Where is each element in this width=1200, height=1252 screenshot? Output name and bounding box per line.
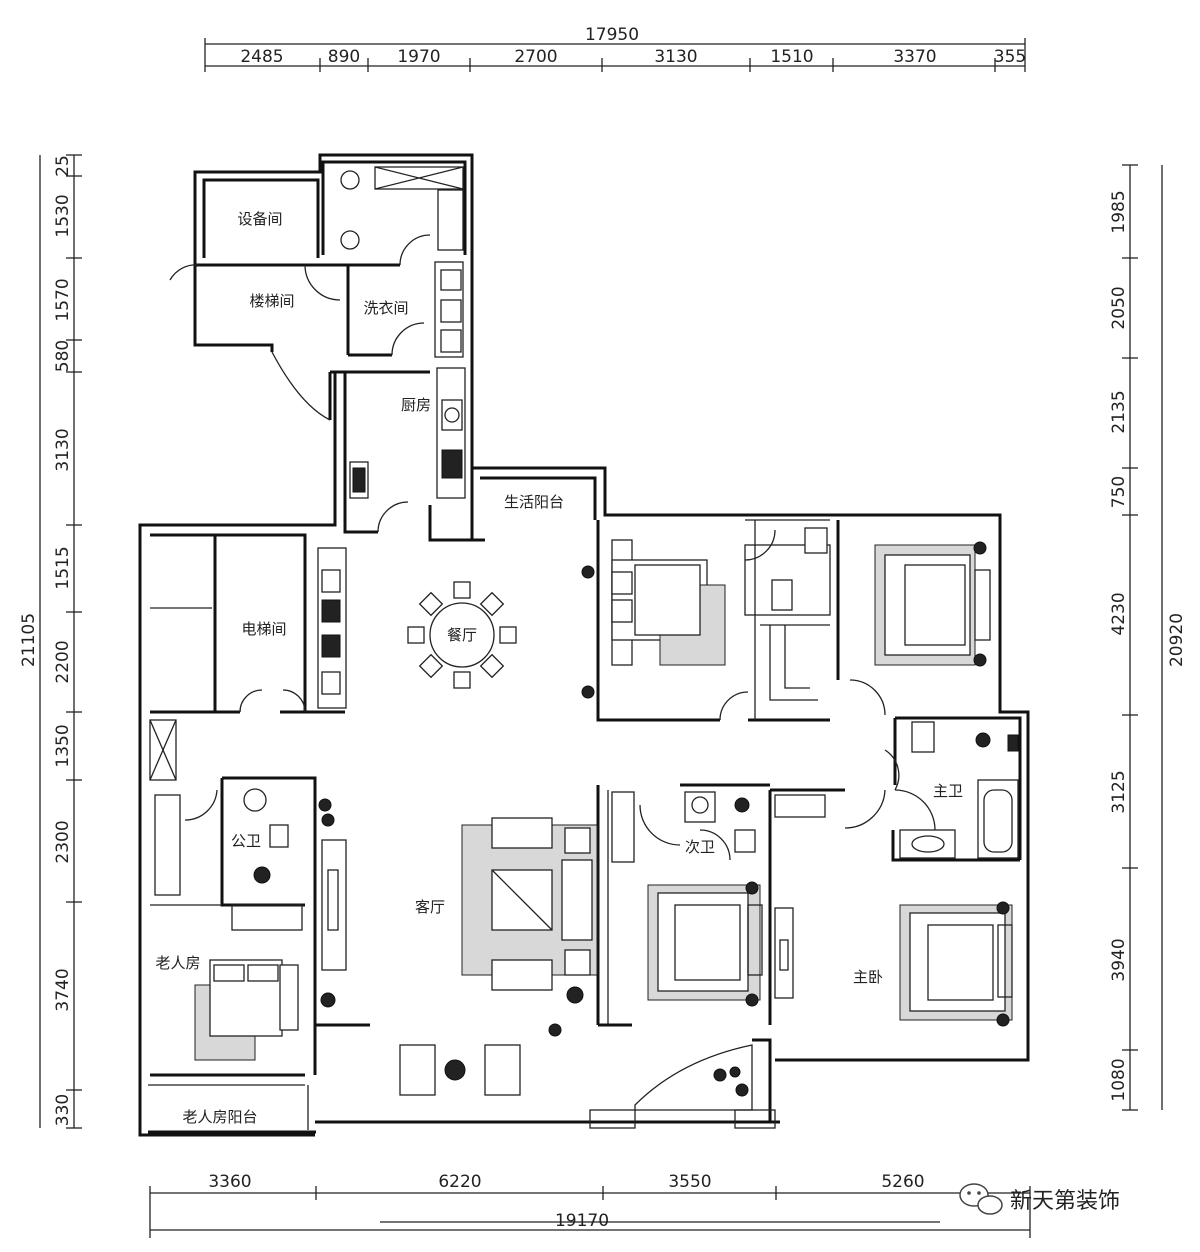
bottom-total-dimension: 19170 bbox=[555, 1211, 609, 1231]
guest-bath-fixtures bbox=[243, 788, 289, 884]
label-stair-room: 楼梯间 bbox=[249, 292, 294, 310]
right-dim-2: 2050 bbox=[1109, 286, 1129, 329]
left-dim-10: 3740 bbox=[53, 968, 73, 1011]
label-master-bedroom: 主卧 bbox=[853, 968, 883, 986]
top-dim-8: 355 bbox=[994, 47, 1026, 67]
right-dim-8: 1080 bbox=[1109, 1058, 1129, 1101]
top-dim-3: 1970 bbox=[397, 47, 440, 67]
label-elder-room: 老人房 bbox=[155, 954, 200, 972]
bedroom-2-furniture bbox=[581, 527, 828, 699]
left-dim-5: 3130 bbox=[53, 428, 73, 471]
label-elevator-room: 电梯间 bbox=[241, 620, 286, 638]
kitchen-appliances bbox=[349, 269, 463, 499]
interior-walls bbox=[148, 189, 1022, 1130]
left-dimension-lines: 21105 25 1530 1570 580 3130 1515 2200 13… bbox=[19, 154, 82, 1129]
bottom-dim-2: 6220 bbox=[438, 1172, 481, 1192]
left-dim-7: 2200 bbox=[53, 640, 73, 683]
left-dim-6: 1515 bbox=[53, 546, 73, 589]
top-dimension-lines: 17950 2485 890 1970 2700 3130 1510 3370 … bbox=[204, 25, 1026, 72]
exterior-walls bbox=[138, 153, 1030, 1137]
left-total-dimension: 21105 bbox=[19, 613, 39, 667]
bottom-dim-3: 3550 bbox=[668, 1172, 711, 1192]
label-equipment-room: 设备间 bbox=[237, 210, 282, 228]
brand-watermark: 新天第装饰 bbox=[1010, 1189, 1120, 1214]
balcony-plants bbox=[713, 1066, 749, 1097]
top-total-dimension: 17950 bbox=[585, 25, 639, 45]
right-dim-5: 4230 bbox=[1109, 592, 1129, 635]
label-living-room: 客厅 bbox=[415, 898, 445, 916]
watermark: 新天第装饰 bbox=[959, 1183, 1120, 1215]
room-labels: 设备间 楼梯间 洗衣间 厨房 生活阳台 电梯间 餐厅 公卫 老人房 老人房阳台 … bbox=[155, 210, 963, 1126]
bottom-dimension-lines: 3360 6220 3550 5260 19170 bbox=[149, 1172, 1031, 1238]
top-dim-1: 2485 bbox=[240, 47, 283, 67]
top-dim-4: 2700 bbox=[514, 47, 557, 67]
right-dim-3: 2135 bbox=[1109, 390, 1129, 433]
label-master-bath: 主卫 bbox=[933, 782, 963, 800]
bottom-dim-1: 3360 bbox=[208, 1172, 251, 1192]
label-service-balcony: 生活阳台 bbox=[504, 493, 564, 511]
bedroom-4-furniture bbox=[647, 881, 794, 1007]
left-dim-4: 580 bbox=[53, 340, 73, 372]
right-dimension-lines: 20920 1985 2050 2135 750 4230 3125 3940 … bbox=[1109, 164, 1187, 1111]
dining-table-set bbox=[321, 569, 517, 695]
top-dim-6: 1510 bbox=[770, 47, 813, 67]
right-dim-6: 3125 bbox=[1109, 770, 1129, 813]
wechat-icon bbox=[959, 1183, 1003, 1215]
left-dim-2: 1530 bbox=[53, 194, 73, 237]
left-dim-11: 330 bbox=[53, 1094, 73, 1126]
master-bath-fixtures bbox=[899, 721, 1019, 859]
equipment-fixtures bbox=[340, 166, 464, 250]
door-swings bbox=[169, 234, 936, 861]
right-total-dimension: 20920 bbox=[1167, 613, 1187, 667]
secondary-bath-fixtures bbox=[611, 791, 826, 863]
label-elder-balcony: 老人房阳台 bbox=[182, 1108, 257, 1126]
top-dim-2: 890 bbox=[328, 47, 360, 67]
top-dim-7: 3370 bbox=[893, 47, 936, 67]
bedroom-3-furniture bbox=[874, 541, 991, 667]
label-guest-bath: 公卫 bbox=[231, 832, 261, 850]
label-laundry-room: 洗衣间 bbox=[363, 299, 408, 317]
left-dim-1: 25 bbox=[53, 155, 73, 177]
living-sofa-set bbox=[318, 798, 598, 1096]
left-dim-8: 1350 bbox=[53, 724, 73, 767]
label-kitchen: 厨房 bbox=[401, 396, 431, 414]
right-dim-1: 1985 bbox=[1109, 190, 1129, 233]
left-dim-9: 2300 bbox=[53, 820, 73, 863]
master-bed bbox=[899, 901, 1013, 1027]
right-dim-7: 3940 bbox=[1109, 938, 1129, 981]
label-dining: 餐厅 bbox=[447, 626, 477, 644]
elder-room-bed bbox=[154, 794, 303, 1061]
bottom-dim-4: 5260 bbox=[881, 1172, 924, 1192]
top-dim-5: 3130 bbox=[654, 47, 697, 67]
left-dim-3: 1570 bbox=[53, 278, 73, 321]
label-secondary-bath: 次卫 bbox=[685, 838, 715, 856]
right-dim-4: 750 bbox=[1109, 476, 1129, 508]
